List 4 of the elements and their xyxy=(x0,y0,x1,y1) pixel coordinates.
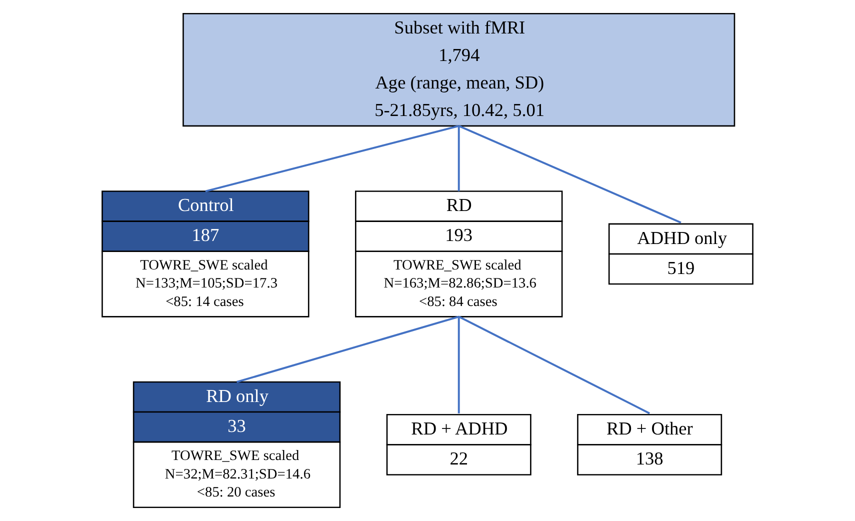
connector xyxy=(458,316,460,414)
connector xyxy=(458,126,460,192)
connector xyxy=(458,125,682,224)
connector xyxy=(458,316,650,414)
